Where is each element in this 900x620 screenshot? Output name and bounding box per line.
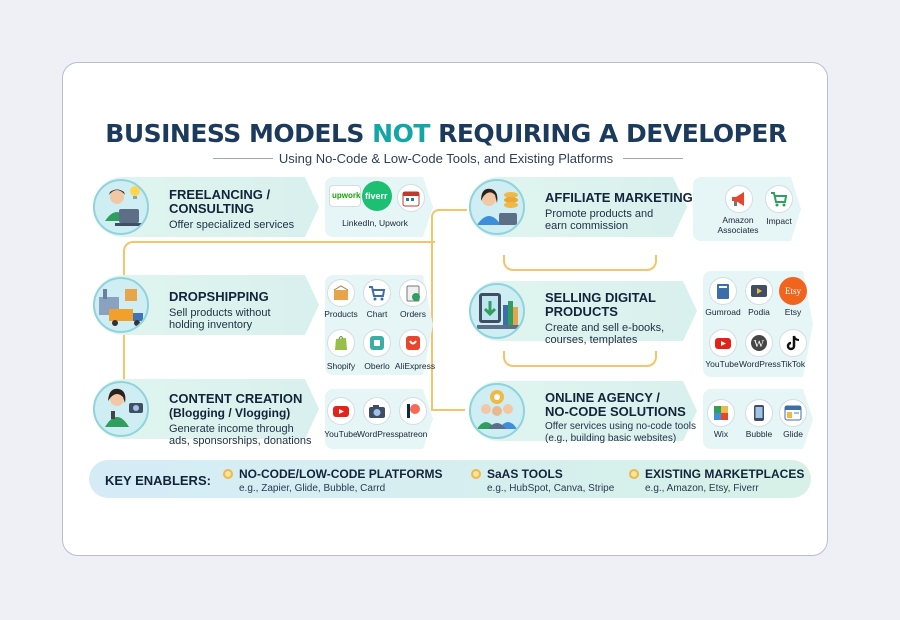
- patreon-icon: [399, 397, 427, 425]
- cart-icon: [363, 279, 391, 307]
- coins-laptop-illustration: [469, 179, 525, 235]
- shopify-icon: [327, 329, 355, 357]
- puzzle-icon: [707, 399, 735, 427]
- tools-label: LinkedIn, Upwork: [342, 218, 408, 228]
- subtitle-rule-right: [623, 158, 683, 159]
- tool-label: YouTube: [705, 359, 739, 369]
- model-description: Offer services using no-code tools(e.g.,…: [545, 421, 697, 444]
- connector-line: [503, 255, 657, 271]
- connector-line: [123, 241, 435, 273]
- boxes-icon: [327, 279, 355, 307]
- page-title: BUSINESS MODELS NOT REQUIRING A DEVELOPE…: [63, 119, 827, 148]
- tool-label: YouTube: [324, 429, 358, 439]
- connector-line: [431, 409, 465, 413]
- tool-label: Chart: [366, 309, 388, 319]
- title-part1: BUSINESS MODELS: [105, 119, 364, 148]
- tool-label: WordPress: [739, 359, 781, 369]
- tool-label: Etsy: [784, 307, 802, 317]
- model-heading: DROPSHIPPING: [169, 289, 269, 304]
- tool-label: Podia: [748, 307, 770, 317]
- oberlo-icon: [363, 329, 391, 357]
- laptop-worker-illustration: [93, 179, 149, 235]
- model-heading: CONTENT CREATION(Blogging / Vlogging): [169, 391, 303, 421]
- enabler-bullet: [629, 469, 639, 479]
- tool-label: AliExpress: [394, 361, 436, 371]
- enabler-examples: e.g., HubSpot, Canva, Stripe: [487, 483, 615, 494]
- tool-label: Wix: [713, 429, 729, 439]
- page-subtitle: Using No-Code & Low-Code Tools, and Exis…: [278, 151, 614, 166]
- upwork-logo-icon: upwork: [329, 185, 361, 207]
- enabler-examples: e.g., Zapier, Glide, Bubble, Carrd: [239, 483, 386, 494]
- subtitle-rule-left: [213, 158, 273, 159]
- calendar-icon: [397, 184, 425, 212]
- youtube-icon: [327, 397, 355, 425]
- tool-label: Oberlo: [364, 361, 390, 371]
- wordpress-icon: W: [745, 329, 773, 357]
- content-creator-illustration: [93, 381, 149, 437]
- tiktok-icon: [779, 329, 807, 357]
- tool-label: Gumroad: [705, 307, 741, 317]
- key-enablers-bar: [89, 460, 811, 498]
- tablet-books-illustration: [469, 283, 525, 339]
- orders-icon: [399, 279, 427, 307]
- model-description: Create and sell e-books,courses, templat…: [545, 322, 665, 346]
- video-icon: [745, 277, 773, 305]
- connector-line: [431, 209, 467, 411]
- model-heading: AFFILIATE MARKETING: [545, 190, 693, 205]
- tool-label: Products: [324, 309, 358, 319]
- title-part2: REQUIRING A DEVELOPER: [438, 119, 787, 148]
- title-accent: NOT: [372, 119, 430, 148]
- etsy-icon: Etsy: [779, 277, 807, 305]
- youtube-icon: [709, 329, 737, 357]
- factory-truck-illustration: [93, 277, 149, 333]
- tool-label: Shopify: [326, 361, 356, 371]
- enabler-bullet: [223, 469, 233, 479]
- camera-icon: [363, 397, 391, 425]
- model-heading: ONLINE AGENCY /NO-CODE SOLUTIONS: [545, 390, 686, 419]
- tool-label: Bubble: [745, 429, 773, 439]
- aliexpress-icon: [399, 329, 427, 357]
- tool-label: Glide: [783, 429, 803, 439]
- enabler-heading: EXISTING MARKETPLACES: [645, 467, 805, 481]
- tool-label: patreon: [398, 429, 428, 439]
- connector-line: [503, 351, 657, 367]
- phone-icon: [745, 399, 773, 427]
- team-gear-illustration: [469, 383, 525, 439]
- book-icon: [709, 277, 737, 305]
- enabler-heading: NO-CODE/LOW-CODE PLATFORMS: [239, 467, 443, 481]
- cart-icon: [765, 185, 793, 213]
- infographic-card: BUSINESS MODELS NOT REQUIRING A DEVELOPE…: [62, 62, 828, 556]
- tool-label: Orders: [400, 309, 426, 319]
- svg-text:W: W: [754, 338, 765, 350]
- key-enablers-label: KEY ENABLERS:: [105, 473, 211, 488]
- tool-label: Impact: [766, 216, 792, 226]
- enabler-heading: SaAS TOOLS: [487, 467, 563, 481]
- model-description: Offer specialized services: [169, 219, 295, 231]
- browser-icon: [779, 399, 807, 427]
- megaphone-icon: [725, 185, 753, 213]
- enabler-bullet: [471, 469, 481, 479]
- tool-label: TikTok: [780, 359, 806, 369]
- enabler-examples: e.g., Amazon, Etsy, Fiverr: [645, 483, 759, 494]
- fiverr-logo-icon: fiverr: [362, 181, 392, 211]
- tool-label: WordPress: [357, 429, 399, 439]
- model-heading: FREELANCING /CONSULTING: [169, 187, 271, 216]
